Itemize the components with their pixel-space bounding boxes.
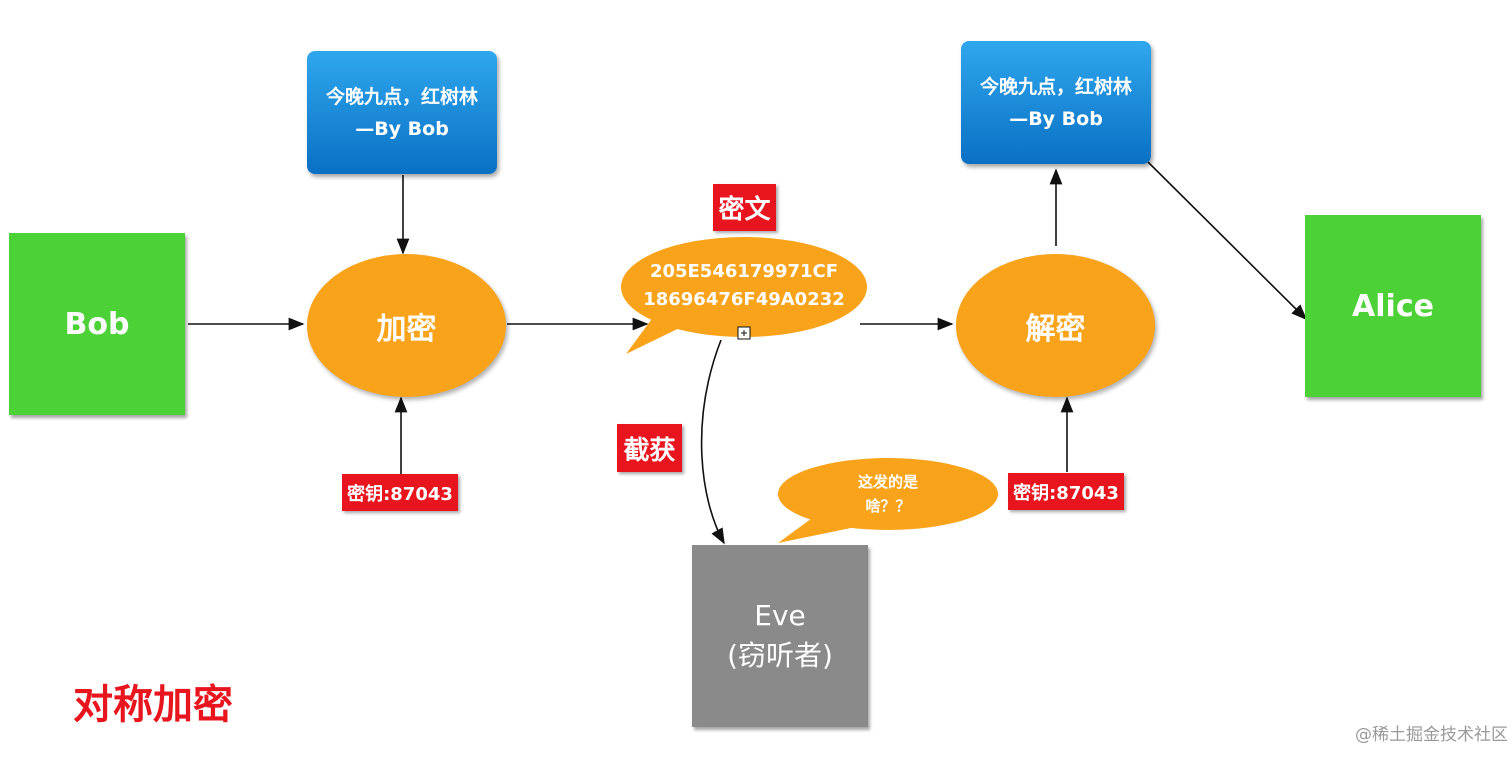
node-encrypt: 加密 — [307, 254, 506, 397]
watermark: @稀土掘金技术社区 — [1355, 725, 1508, 745]
tag-intercept: 截获 — [617, 424, 682, 472]
ciphertext-line2: 18696476F49A0232 — [643, 289, 845, 310]
node-message-plaintext-left: 今晚九点，红树林 —By Bob — [307, 51, 497, 174]
arrow-intercept-curve — [700, 339, 725, 545]
tag-ciphertext-label: 密文 — [718, 195, 771, 225]
arrow-message-to-alice — [1147, 161, 1308, 321]
ciphertext-bubble-body — [621, 237, 867, 337]
tag-key-right: 密钥:87043 — [1008, 473, 1124, 510]
tag-key-right-label: 密钥:87043 — [1013, 482, 1119, 504]
encrypt-label: 加密 — [376, 311, 437, 347]
eve-bubble-line2: 啥？？ — [865, 497, 911, 515]
tag-ciphertext: 密文 — [713, 184, 776, 231]
bob-label: Bob — [64, 306, 130, 342]
node-message-plaintext-right: 今晚九点，红树林 —By Bob — [961, 41, 1151, 164]
eve-role: (窃听者) — [727, 639, 833, 672]
message-right-line1: 今晚九点，红树林 — [979, 75, 1132, 98]
tag-key-left-label: 密钥:87043 — [347, 483, 453, 505]
eve-bubble-body — [778, 458, 998, 530]
node-ciphertext: 205E546179971CF 18696476F49A0232 — [630, 256, 858, 316]
decrypt-label: 解密 — [1025, 311, 1086, 347]
node-decrypt: 解密 — [956, 254, 1155, 397]
node-alice: Alice — [1305, 215, 1481, 397]
node-bob: Bob — [9, 233, 185, 415]
node-eve: Eve (窃听者) — [692, 545, 868, 727]
ciphertext-line1: 205E546179971CF — [649, 261, 839, 282]
eve-bubble-line1: 这发的是 — [857, 473, 918, 491]
message-right-line2: —By Bob — [1009, 107, 1103, 130]
node-eve-bubble: 这发的是 啥？？ — [818, 466, 958, 522]
alice-label: Alice — [1352, 288, 1434, 324]
message-left-line1: 今晚九点，红树林 — [325, 85, 478, 108]
tag-key-left: 密钥:87043 — [342, 474, 458, 511]
eve-name: Eve — [754, 599, 806, 632]
tag-intercept-label: 截获 — [623, 435, 676, 466]
message-left-line2: —By Bob — [355, 117, 449, 140]
diagram-title: 对称加密 — [73, 682, 233, 728]
